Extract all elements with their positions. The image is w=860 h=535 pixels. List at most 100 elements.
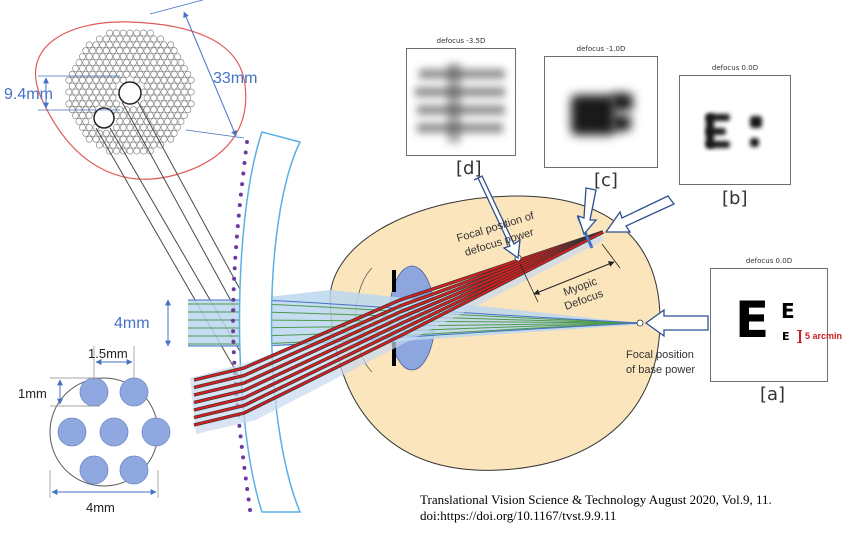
honeycomb-lenslet: [133, 135, 141, 143]
honeycomb-lenslet: [126, 41, 134, 49]
honeycomb-lenslet: [160, 65, 168, 72]
honeycomb-lenslet: [133, 65, 141, 72]
honeycomb-lenslet: [113, 65, 120, 72]
honeycomb-lenslet: [167, 53, 175, 60]
honeycomb-lenslet: [106, 88, 113, 96]
honeycomb-lenslet: [109, 94, 117, 102]
honeycomb-lenslet: [160, 100, 168, 108]
clear-zone-circle: [118, 81, 142, 105]
honeycomb-lenslet: [99, 65, 107, 72]
honeycomb-lenslet: [119, 112, 127, 119]
honeycomb-lenslet: [82, 59, 90, 66]
honeycomb-lenslet: [68, 94, 76, 102]
honeycomb-lenslet: [177, 118, 185, 125]
honeycomb-lenslet: [153, 76, 161, 84]
honeycomb-lenslet: [113, 29, 120, 37]
honeycomb-lenslet: [85, 88, 93, 96]
honeycomb-lenslet: [123, 35, 130, 43]
thumbnail-d-title: defocus -3.5D: [436, 37, 486, 45]
defocus-ray: [193, 231, 604, 404]
cluster-lenslet: [79, 377, 109, 407]
honeycomb-lenslet: [85, 135, 93, 143]
arcmin-bracket-stem: [799, 330, 801, 343]
honeycomb-lenslet: [174, 65, 181, 72]
honeycomb-lenslet: [136, 70, 144, 78]
honeycomb-lenslet: [146, 76, 154, 84]
focal-base-label-line2: of base power: [626, 364, 695, 376]
honeycomb-lenslet: [119, 41, 127, 49]
honeycomb-lenslet: [163, 94, 171, 102]
snellen-letter-small: E: [782, 330, 790, 343]
dim-inner-zone-label: 9.4mm: [4, 86, 53, 103]
honeycomb-lenslet: [116, 59, 124, 66]
dim-outer-zone-label: 33mm: [213, 70, 257, 87]
honeycomb-lenslet: [99, 41, 107, 49]
honeycomb-lenslet: [92, 88, 100, 96]
dim-outer-zone: 33mm: [149, 0, 257, 139]
honeycomb-lenslet: [177, 82, 185, 90]
honeycomb-lenslet: [177, 94, 185, 102]
honeycomb-lenslet: [99, 88, 107, 96]
honeycomb-lenslet: [167, 41, 175, 49]
honeycomb-lenslet: [92, 53, 100, 60]
honeycomb-lenslet: [150, 94, 158, 102]
honeycomb-lenslet: [174, 53, 181, 60]
honeycomb-lenslet: [109, 35, 117, 43]
honeycomb-lenslet: [82, 70, 90, 78]
honeycomb-lenslet: [79, 53, 86, 60]
honeycomb-lenslet: [126, 147, 134, 155]
dim-diameter-label: 1mm: [18, 386, 47, 401]
thumbnail-a-title: defocus 0.0D: [745, 257, 793, 265]
cluster-lenslet: [99, 417, 129, 447]
honeycomb-lenslet: [129, 106, 137, 114]
honeycomb-lenslet: [184, 70, 192, 78]
honeycomb-lenslet: [170, 70, 178, 78]
honeycomb-lenslet: [129, 141, 137, 149]
honeycomb-lenslet: [96, 35, 103, 43]
honeycomb-lenslet: [136, 141, 144, 149]
honeycomb-lenslet: [140, 41, 147, 49]
citation-line2: doi:https://doi.org/10.1167/tvst.9.9.11: [420, 508, 617, 523]
honeycomb-lenslet: [146, 88, 154, 96]
honeycomb-lenslet: [150, 118, 158, 125]
citation-line1: Translational Vision Science & Technolog…: [420, 492, 772, 507]
honeycomb-lenslet: [79, 100, 86, 108]
honeycomb-lenslet: [96, 94, 103, 102]
honeycomb-lenslet: [167, 100, 175, 108]
honeycomb-lenslet: [146, 135, 154, 143]
honeycomb-lenslet: [187, 88, 195, 96]
honeycomb-lenslet: [129, 35, 137, 43]
honeycomb-lenslet: [174, 88, 181, 96]
snellen-letter-medium: E: [781, 299, 795, 323]
honeycomb-lenslet: [153, 124, 161, 131]
honeycomb-lenslet: [167, 135, 175, 143]
honeycomb-lenslet: [140, 65, 147, 72]
honeycomb-lenslet: [96, 70, 103, 78]
honeycomb-lenslet: [82, 82, 90, 90]
honeycomb-lenslet: [170, 106, 178, 114]
lenslet-dot: [231, 350, 236, 355]
dim-pitch-label: 1.5mm: [88, 346, 128, 361]
honeycomb-lenslet: [72, 100, 79, 108]
honeycomb-lenslet: [116, 118, 124, 125]
lenslet-dot: [233, 255, 238, 260]
honeycomb-lenslet: [113, 124, 120, 131]
dim-cluster-label: 4mm: [86, 500, 115, 515]
base-focal-point: [636, 319, 644, 327]
honeycomb-lenslet: [72, 65, 79, 72]
honeycomb-lenslet: [146, 100, 154, 108]
honeycomb-lenslet: [163, 82, 171, 90]
honeycomb-lenslet: [157, 59, 164, 66]
cluster-lenslet: [119, 377, 149, 407]
lenslet-dot: [240, 182, 245, 187]
thumbnail-b-title: defocus 0.0D: [711, 64, 759, 72]
honeycomb-lenslet: [82, 47, 90, 55]
cluster-lenslet: [57, 417, 87, 447]
honeycomb-lenslet: [146, 53, 154, 60]
honeycomb-lenslet: [157, 47, 164, 55]
honeycomb-lenslet: [89, 70, 96, 78]
honeycomb-lenslet: [174, 100, 181, 108]
defocus-rays: [193, 230, 604, 427]
dim-myopic-defocus: [519, 243, 621, 303]
lenslet-dot: [245, 487, 250, 491]
